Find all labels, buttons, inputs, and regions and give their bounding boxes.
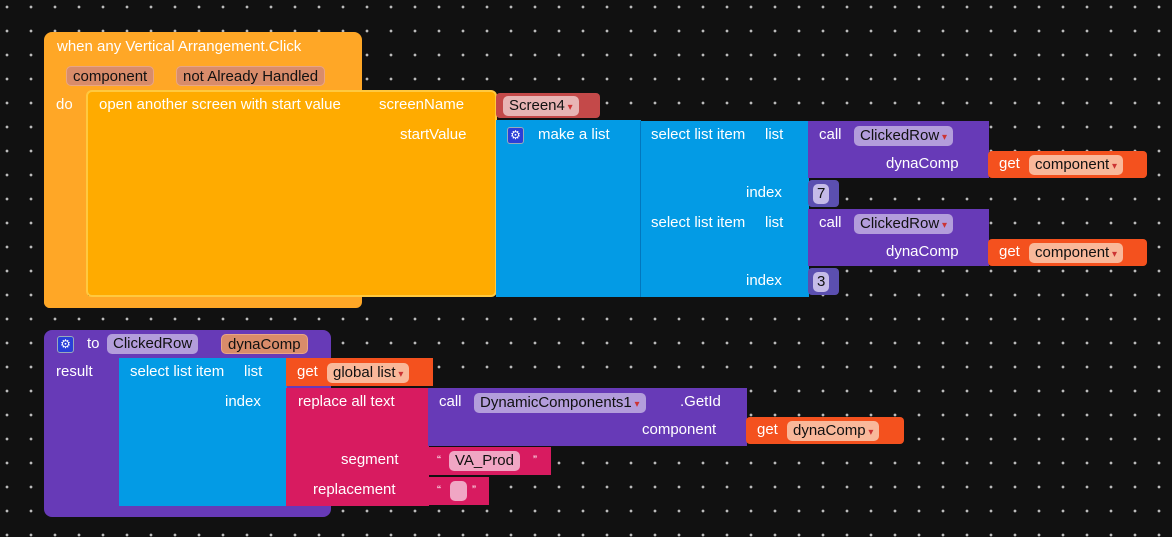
variable-dropdown[interactable]: component [1029, 155, 1124, 175]
list-label: list [765, 126, 784, 143]
variable-dropdown[interactable]: dynaComp [787, 421, 880, 441]
replacement-label: replacement [313, 481, 396, 498]
select-list-item-block[interactable] [640, 209, 809, 297]
quote-close: ” [533, 453, 537, 467]
open-screen-label: open another screen with start value [99, 96, 341, 113]
param-component[interactable]: component [66, 66, 155, 86]
index-label: index [746, 184, 782, 201]
select-list-item-block[interactable] [119, 358, 287, 506]
get-label: get [999, 243, 1020, 260]
segment-text-field[interactable]: VA_Prod [449, 451, 520, 471]
event-block-footer [44, 296, 362, 308]
screen-dropdown[interactable]: Screen4 [503, 96, 579, 116]
quote-close: ” [472, 483, 476, 497]
do-label: do [56, 96, 73, 113]
segment-label: segment [341, 451, 399, 468]
variable-dropdown[interactable]: component [1029, 243, 1124, 263]
dynacomp-arg-label: dynaComp [886, 243, 959, 260]
index-value[interactable]: 3 [813, 272, 830, 292]
result-label: result [56, 363, 93, 380]
index-value[interactable]: 7 [813, 184, 830, 204]
procedure-dropdown[interactable]: ClickedRow [854, 126, 954, 146]
screen-name-label: screenName [379, 96, 465, 113]
select-list-item-label: select list item [651, 214, 746, 231]
index-label: index [225, 393, 261, 410]
param-not-already-handled[interactable]: not Already Handled [176, 66, 326, 86]
gear-icon[interactable]: ⚙ [57, 336, 74, 353]
get-label: get [999, 155, 1020, 172]
list-label: list [765, 214, 784, 231]
make-a-list-block[interactable] [496, 120, 641, 297]
gear-icon[interactable]: ⚙ [507, 127, 524, 144]
get-label: get [297, 363, 318, 380]
procedure-name-field[interactable]: ClickedRow [107, 334, 199, 354]
start-value-label: startValue [400, 126, 467, 143]
component-dropdown[interactable]: DynamicComponents1 [474, 393, 646, 413]
get-label: get [757, 421, 778, 438]
call-label: call [439, 393, 462, 410]
replace-all-text-block[interactable] [286, 388, 429, 506]
dynacomp-arg-label: dynaComp [886, 155, 959, 172]
event-block-body [44, 90, 88, 308]
component-arg-label: component [642, 421, 717, 438]
to-label: to [87, 335, 100, 352]
method-label: .GetId [680, 393, 721, 410]
event-title: when any Vertical Arrangement.Click [57, 38, 302, 55]
select-list-item-label: select list item [130, 363, 225, 380]
quote-open: “ [437, 453, 441, 467]
select-list-item-block[interactable] [640, 121, 809, 209]
open-another-screen-block[interactable] [86, 90, 497, 297]
replacement-text-field[interactable] [450, 481, 467, 501]
param-dynacomp[interactable]: dynaComp [221, 334, 308, 354]
quote-open: “ [437, 483, 441, 497]
make-list-label: make a list [538, 126, 610, 143]
select-list-item-label: select list item [651, 126, 746, 143]
call-label: call [819, 214, 842, 231]
replace-all-text-label: replace all text [298, 393, 395, 410]
global-variable-dropdown[interactable]: global list [327, 363, 410, 383]
procedure-dropdown[interactable]: ClickedRow [854, 214, 954, 234]
index-label: index [746, 272, 782, 289]
call-label: call [819, 126, 842, 143]
list-label: list [244, 363, 263, 380]
